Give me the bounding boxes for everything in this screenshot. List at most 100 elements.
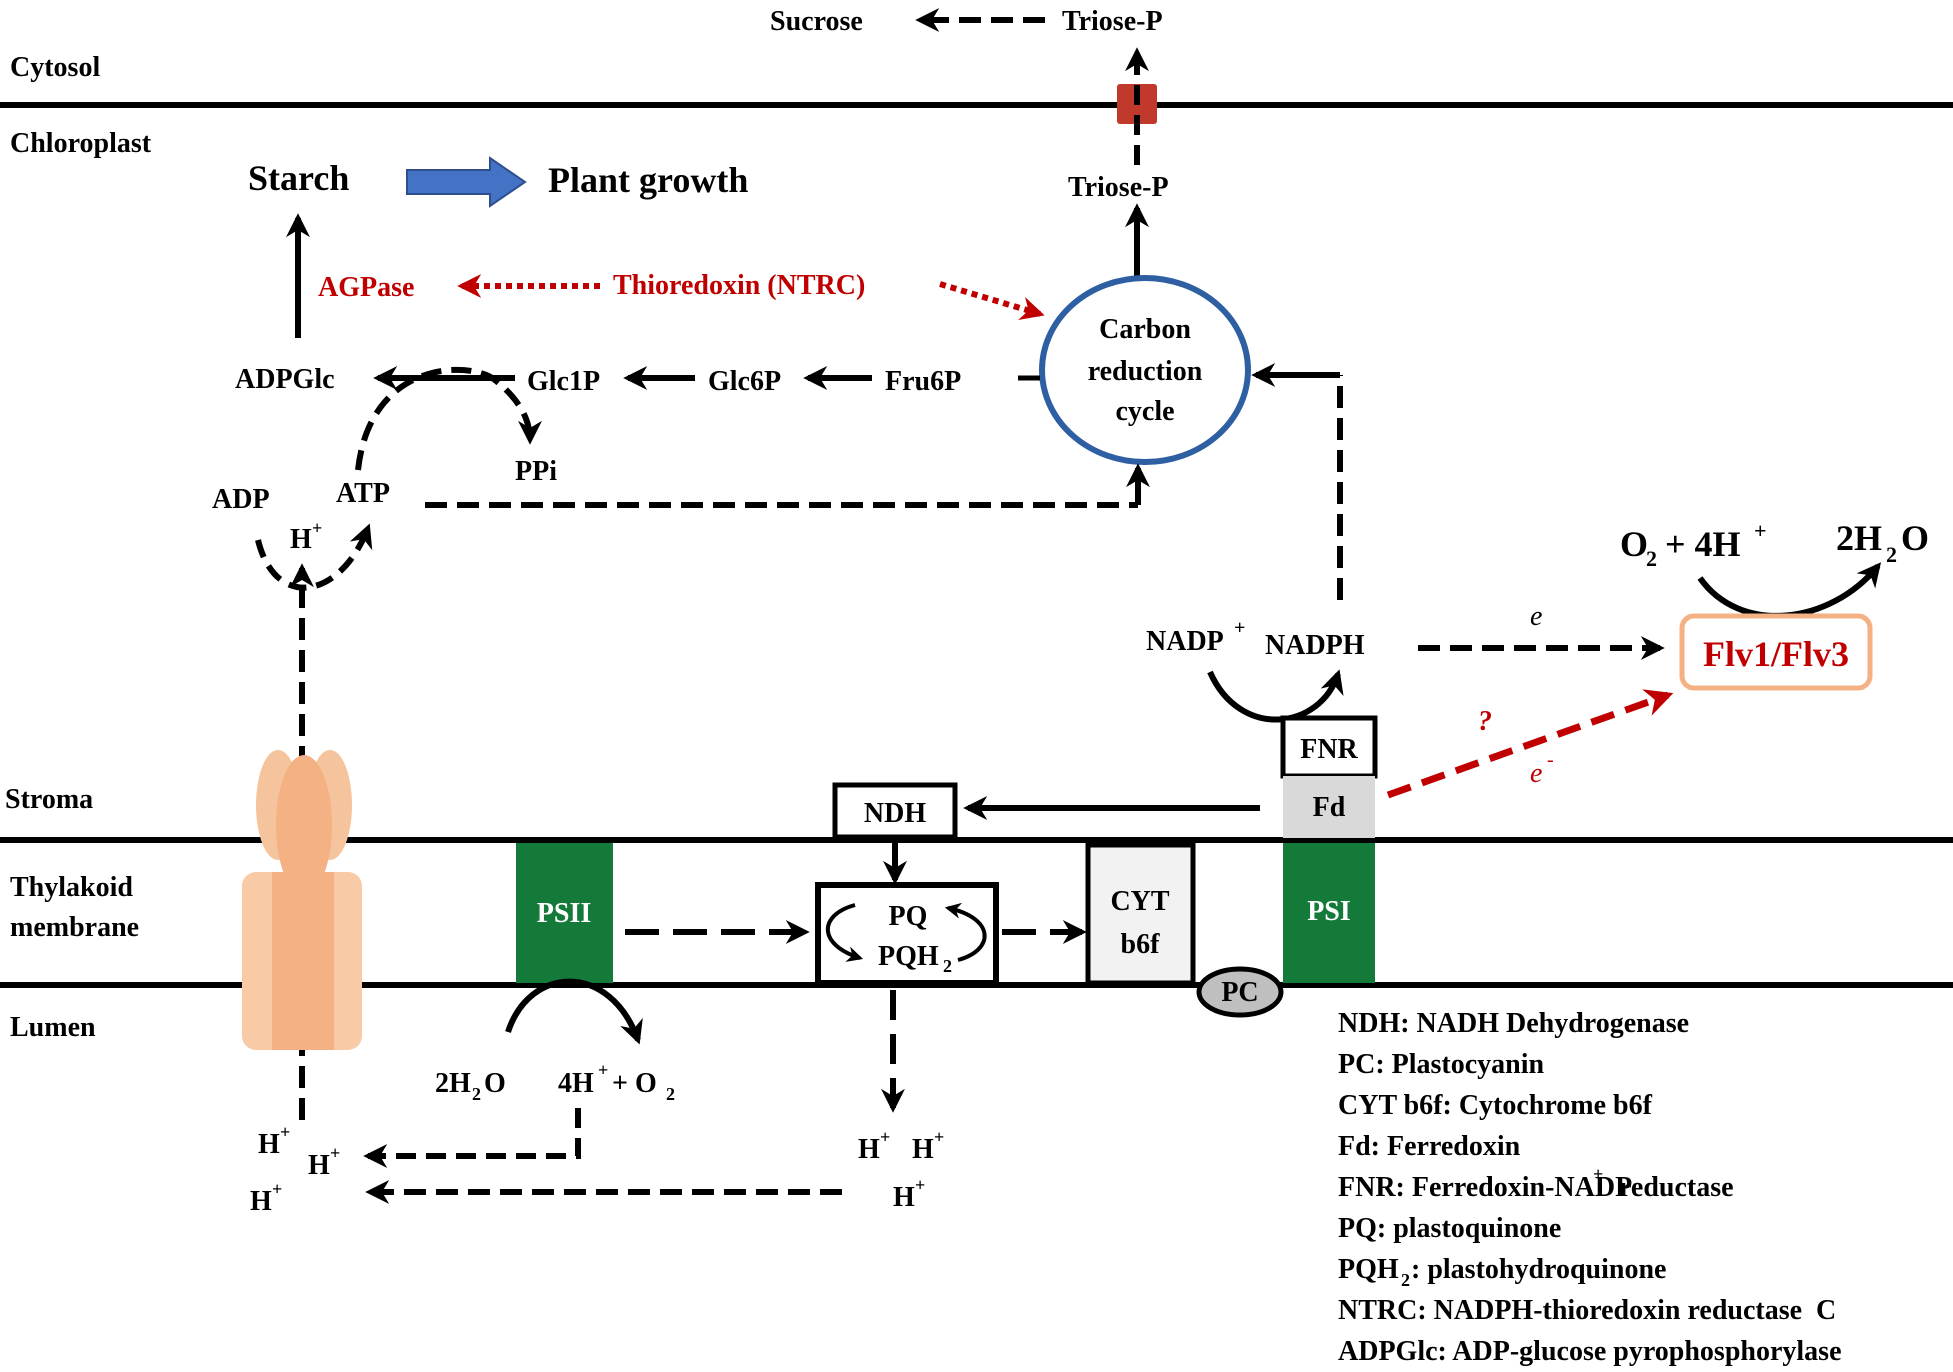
lumen-h-left-2-sup: + (330, 1143, 340, 1163)
lumen-2h2o-sub: 2 (472, 1084, 481, 1104)
lumen-h-mid-3: H (893, 1182, 915, 1213)
label-cytosol: Cytosol (10, 52, 100, 83)
legend-pqh2-tail: : plastohydroquinone (1411, 1254, 1666, 1285)
cyt-label-1: CYT (1110, 886, 1169, 917)
o2-plus-4h: + 4H (1665, 524, 1741, 564)
legend-ndh: NDH: NADH Dehydrogenase (1338, 1008, 1689, 1039)
lumen-h-mid-3-sup: + (915, 1175, 925, 1195)
lumen-h-left-1-sup: + (280, 1122, 290, 1142)
pc-label: PC (1221, 977, 1258, 1008)
lumen-plus-o2: + O (612, 1068, 657, 1099)
pqh2-sub: 2 (943, 956, 952, 976)
lumen-h-left-2: H (308, 1150, 330, 1181)
lumen-4h-sup: + (598, 1060, 608, 1080)
pq-pool-box (815, 882, 999, 986)
legend-fnr: FNR: Ferredoxin-NADP (1338, 1172, 1632, 1203)
legend-pqh2: PQH (1338, 1254, 1399, 1285)
pq-label: PQ (889, 901, 928, 932)
lumen-h-left-3: H (250, 1186, 272, 1217)
plant-growth-arrow (406, 156, 527, 208)
ppi-label: PPi (515, 456, 557, 487)
sucrose-label: Sucrose (770, 6, 863, 37)
ntrc-to-cycle-arrow (939, 281, 1045, 320)
thioredoxin-label: Thioredoxin (NTRC) (613, 270, 865, 301)
psii-label: PSII (537, 898, 591, 929)
ndh-box (832, 782, 958, 840)
legend-fd: Fd: Ferredoxin (1338, 1131, 1521, 1162)
cyt-b6f-complex (1085, 842, 1196, 986)
glc6p-label: Glc6P (708, 366, 781, 397)
plant-growth-label: Plant growth (548, 160, 748, 200)
label-lumen: Lumen (10, 1012, 96, 1043)
legend-adpglc: ADPGlc: ADP-glucose pyrophosphorylase (1338, 1336, 1842, 1367)
abbreviation-legend: NDH: NADH Dehydrogenase PC: Plastocyanin… (1338, 1008, 1842, 1367)
label-thylakoid: Thylakoid (10, 872, 133, 903)
lumen-h-mid-2: H (912, 1134, 934, 1165)
lumen-h-mid-1-sup: + (880, 1127, 890, 1147)
lumen-h-mid-2-sup: + (934, 1127, 944, 1147)
triose-p-chloroplast-label: Triose-P (1068, 172, 1169, 203)
pqh2-label: PQH (878, 941, 939, 972)
nadph-label: NADPH (1265, 630, 1365, 661)
psii-complex (516, 843, 613, 983)
water-splitting-curve (505, 978, 643, 1045)
glc1p-label: Glc1P (527, 366, 600, 397)
legend-pq: PQ: plastoquinone (1338, 1213, 1561, 1244)
legend-fnr-tail: reductase (1605, 1172, 1734, 1203)
h-plus-stroma-sup: + (312, 518, 322, 538)
lumen-4h-label: 4H (558, 1068, 594, 1099)
psi-complex (1283, 843, 1375, 983)
cycle-label-3: cycle (1115, 396, 1174, 427)
nadp-plus-sup: + (1234, 617, 1245, 639)
starch-label: Starch (248, 158, 349, 198)
label-stroma: Stroma (5, 784, 93, 815)
adp-label: ADP (212, 484, 270, 515)
lumen-o2-sub: 2 (666, 1084, 675, 1104)
psii-protons-arrow (363, 1108, 581, 1168)
lumen-h-mid-1: H (858, 1134, 880, 1165)
adpglc-label: ADPGlc (235, 364, 335, 395)
flv-label: Flv1/Flv3 (1703, 634, 1849, 674)
ndh-label: NDH (864, 798, 926, 829)
pq-cycle-left (825, 903, 864, 962)
o2-label: O (1620, 524, 1648, 564)
label-chloroplast: Chloroplast (10, 128, 152, 159)
fnr-box (1280, 715, 1378, 779)
atp-synthase (242, 750, 362, 1050)
fru6p-label: Fru6P (885, 366, 961, 397)
cyt-label-2: b6f (1121, 929, 1161, 960)
fd-box (1283, 776, 1375, 838)
fnr-label: FNR (1300, 734, 1358, 765)
flv-box (1679, 613, 1873, 691)
o2-4h-sup: + (1754, 518, 1767, 543)
label-membrane: membrane (10, 912, 139, 943)
legend-cyt: CYT b6f: Cytochrome b6f (1338, 1090, 1653, 1121)
atp-to-ppi-curve (355, 366, 542, 471)
e-label-fd: e (1530, 758, 1542, 789)
e-label-fd-sup: - (1547, 749, 1554, 771)
carbon-reduction-cycle (1039, 275, 1251, 465)
pq-cycle-right (944, 902, 987, 962)
fd-to-flv-arrow (1386, 689, 1674, 799)
o2-reduction-curve (1697, 562, 1882, 619)
nadp-reduction-curve (1207, 669, 1344, 723)
o2-sub: 2 (1646, 546, 1657, 571)
water-o: O (1901, 518, 1929, 558)
legend-pqh2-sub: 2 (1401, 1270, 1410, 1290)
cycle-label-1: Carbon (1099, 314, 1191, 345)
triose-p-cytosol-label: Triose-P (1062, 6, 1163, 37)
legend-pc: PC: Plastocyanin (1338, 1049, 1545, 1080)
agpase-label: AGPase (318, 272, 414, 303)
atp-label: ATP (336, 478, 390, 509)
cycle-label-2: reduction (1088, 356, 1203, 387)
lumen-2h2o-label: 2H (435, 1068, 471, 1099)
psi-label: PSI (1307, 896, 1351, 927)
lumen-h-left-3-sup: + (272, 1179, 282, 1199)
lumen-2h2o-o: O (484, 1068, 506, 1099)
question-mark: ? (1478, 706, 1492, 737)
fd-label: Fd (1313, 792, 1346, 823)
water-sub: 2 (1886, 542, 1897, 567)
legend-ntrc: NTRC: NADPH-thioredoxin reductase C (1338, 1295, 1836, 1326)
pc-protein (1196, 966, 1284, 1018)
